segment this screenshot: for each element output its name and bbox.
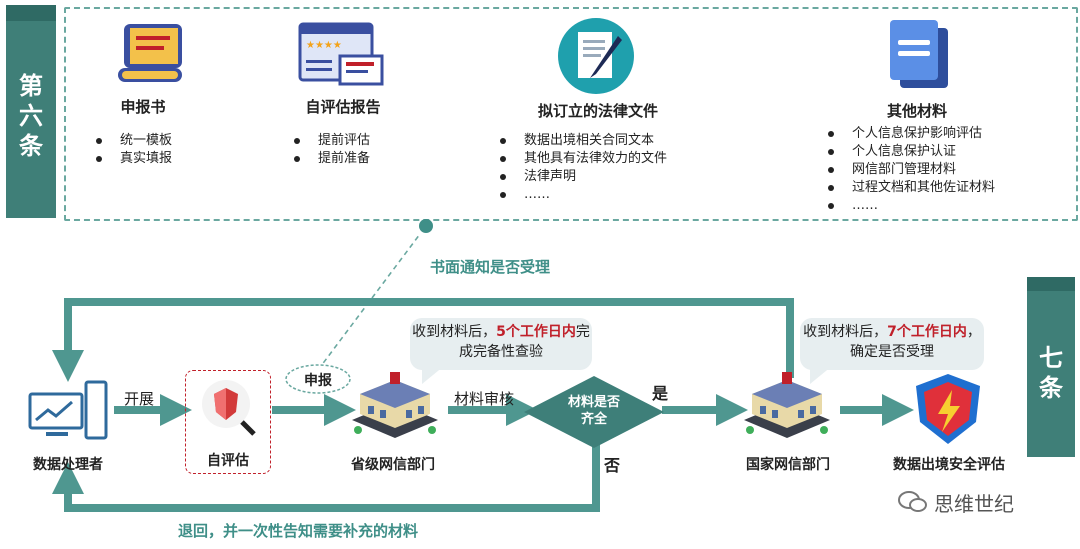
decision-label: 材料是否齐全 xyxy=(567,395,620,427)
doc-application-form: 申报书 统一模板 真实填报 xyxy=(88,18,218,198)
national-label: 国家网信部门 xyxy=(746,457,830,473)
list-item: 提前评估 xyxy=(292,132,370,150)
stacked-docs-icon xyxy=(890,20,948,88)
wechat-icon xyxy=(898,491,927,512)
doc-title: 其他材料 xyxy=(886,102,947,120)
list-item: 个人信息保护认证 xyxy=(826,143,995,161)
result-label: 数据出境安全评估 xyxy=(893,457,1005,473)
doc-other-materials: 其他材料 个人信息保护影响评估 个人信息保护认证 网信部门管理材料 过程文档和其… xyxy=(826,16,1036,216)
yes-label: 是 xyxy=(652,384,669,403)
article-6-tab: 第六条 xyxy=(6,5,56,218)
notice-dot xyxy=(419,219,433,233)
doc-items: 个人信息保护影响评估 个人信息保护认证 网信部门管理材料 过程文档和其他佐证材料… xyxy=(826,125,995,215)
article-7-tab: 七条 xyxy=(1027,277,1075,457)
list-item: 真实填报 xyxy=(94,150,172,168)
feedback-loop-top xyxy=(52,298,794,382)
report-window-icon: ★★★★ xyxy=(298,22,384,86)
self-assess-label: 自评估 xyxy=(207,453,249,469)
article-7-label: 七条 xyxy=(1039,344,1063,402)
list-item: 个人信息保护影响评估 xyxy=(826,125,995,143)
list-item: 法律声明 xyxy=(498,168,667,186)
bubble1-pre: 收到材料后， xyxy=(412,324,497,340)
doc-items: 提前评估 提前准备 xyxy=(292,132,370,168)
doc-self-assessment-report: ★★★★ 自评估报告 提前评估 提前准备 xyxy=(288,18,418,198)
declare-label: 申报 xyxy=(304,373,332,389)
doc-title: 申报书 xyxy=(120,98,166,116)
list-item: 其他具有法律效力的文件 xyxy=(498,150,667,168)
monitor-server-icon xyxy=(28,380,108,440)
list-item: 过程文档和其他佐证材料 xyxy=(826,179,995,197)
decision-diamond xyxy=(524,376,664,448)
doc-items: 统一模板 真实填报 xyxy=(94,132,172,168)
svg-text:★★★★: ★★★★ xyxy=(306,40,342,51)
list-item: …… xyxy=(826,197,995,215)
list-item: …… xyxy=(498,186,667,204)
doc-title: 自评估报告 xyxy=(305,98,381,116)
bubble1-highlight: 5个工作日内 xyxy=(496,324,576,340)
bubble2-post: ，确定是否受理 xyxy=(850,324,981,360)
magnifier-shield-icon xyxy=(202,380,256,436)
notice-label: 书面通知是否受理 xyxy=(430,258,551,276)
no-label: 否 xyxy=(604,456,621,475)
bubble1-tail xyxy=(422,366,444,384)
self-assess-box xyxy=(185,370,271,474)
return-loop-bottom xyxy=(52,440,600,512)
provincial-label: 省级网信部门 xyxy=(351,457,435,473)
building-icon xyxy=(744,372,830,438)
bubble-provincial-check: 收到材料后，5个工作日内完成完备性查验 xyxy=(410,318,592,370)
watermark: 思维世纪 xyxy=(898,488,1058,518)
doc-title: 拟订立的法律文件 xyxy=(537,102,658,120)
bubble2-pre: 收到材料后， xyxy=(803,324,888,340)
list-item: 数据出境相关合同文本 xyxy=(498,132,667,150)
declare-ellipse xyxy=(285,364,351,394)
list-item: 统一模板 xyxy=(94,132,172,150)
review-label: 材料审核 xyxy=(454,390,515,408)
doc-items: 数据出境相关合同文本 其他具有法律效力的文件 法律声明 …… xyxy=(498,132,667,204)
develop-label: 开展 xyxy=(124,390,155,408)
doc-legal-documents: 拟订立的法律文件 数据出境相关合同文本 其他具有法律效力的文件 法律声明 …… xyxy=(498,16,698,206)
list-item: 提前准备 xyxy=(292,150,370,168)
scroll-icon xyxy=(118,24,182,82)
bubble1-post: 完成完备性查验 xyxy=(459,324,590,360)
shield-lightning-icon xyxy=(916,374,980,444)
building-icon xyxy=(352,372,438,438)
bubble-national-accept: 收到材料后，7个工作日内，确定是否受理 xyxy=(800,318,984,370)
article-6-label: 第六条 xyxy=(19,72,43,160)
document-pen-icon xyxy=(558,18,634,94)
return-label: 退回，并一次性告知需要补充的材料 xyxy=(178,522,419,540)
watermark-text: 思维世纪 xyxy=(934,492,1014,516)
list-item: 网信部门管理材料 xyxy=(826,161,995,179)
bubble2-tail xyxy=(810,366,832,384)
bubble2-highlight: 7个工作日内 xyxy=(887,324,967,340)
documents-box xyxy=(64,7,1078,221)
processor-label: 数据处理者 xyxy=(33,457,103,473)
